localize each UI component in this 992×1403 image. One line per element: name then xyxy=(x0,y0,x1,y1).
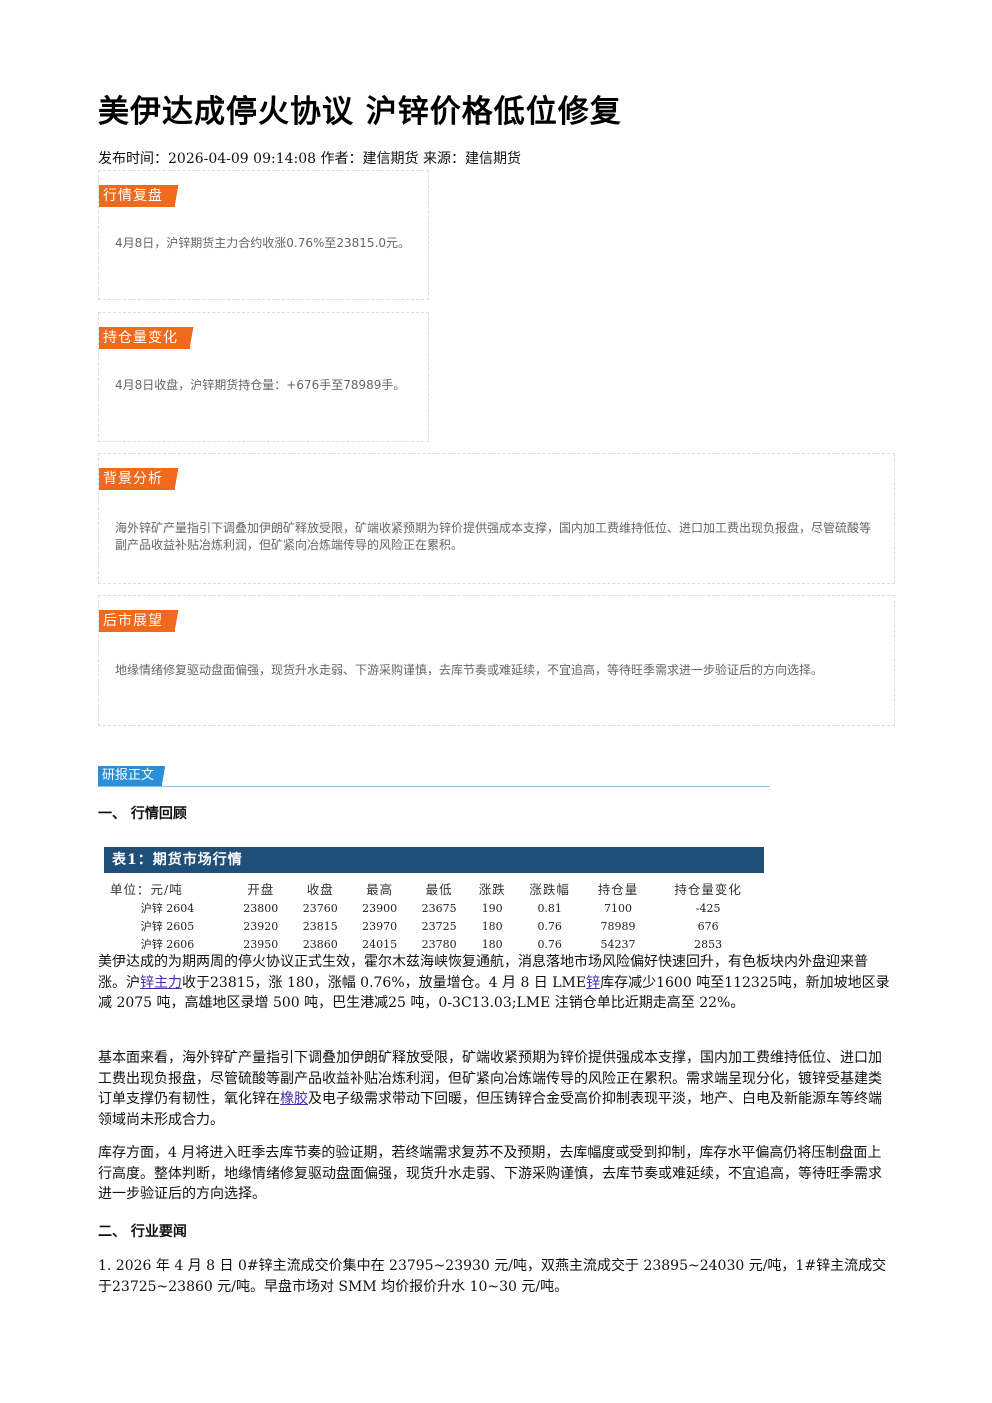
table-cell: 24015 xyxy=(362,937,398,951)
table-cell: 沪锌 2605 xyxy=(140,920,195,933)
box-tag: 后市展望 xyxy=(99,610,181,632)
table-cell: 0.76 xyxy=(537,937,562,951)
table-row: 沪锌 2605 23920 23815 23970 23725 180 0.76… xyxy=(104,917,764,935)
para-text: 美伊达成的为期两周的停火协议正式生效，霍尔木兹海峡恢复通航，消息落地市场风险偏好… xyxy=(98,954,868,991)
market-table: 表1：期货市场行情 单位：元/吨 开盘 收盘 最高 最低 涨跌 涨跌幅 持仓量 … xyxy=(104,847,764,953)
table-cell: 23725 xyxy=(421,919,457,933)
table-cell: 23675 xyxy=(421,901,457,915)
box-text: 海外锌矿产量指引下调叠加伊朗矿释放受限，矿端收紧预期为锌价提供强成本支撑，国内加… xyxy=(115,521,872,552)
col-header: 开盘 xyxy=(247,881,275,897)
table-cell: 23860 xyxy=(302,937,338,951)
rubber-link[interactable]: 橡胶 xyxy=(280,1091,308,1107)
box-tag: 行情复盘 xyxy=(99,185,181,207)
table-cell: 7100 xyxy=(604,901,633,915)
market-data-table: 单位：元/吨 开盘 收盘 最高 最低 涨跌 涨跌幅 持仓量 持仓量变化 沪锌 2… xyxy=(104,877,764,953)
zinc-main-link[interactable]: 锌主力 xyxy=(140,974,182,991)
col-header: 收盘 xyxy=(306,881,334,897)
table-cell: 180 xyxy=(481,919,503,933)
col-header: 单位：元/吨 xyxy=(110,881,183,897)
box-text: 4月8日，沪锌期货主力合约收涨0.76%至23815.0元。 xyxy=(115,236,411,250)
table-cell: 23970 xyxy=(362,919,398,933)
col-header: 持仓量 xyxy=(597,881,639,897)
para-text: 基本面来看，海外锌矿产量指引下调叠加伊朗矿释放受限，矿端收紧预期为锌价提供强成本… xyxy=(98,1050,882,1107)
col-header: 涨跌 xyxy=(478,881,506,897)
article-title: 美伊达成停火协议 沪锌价格低位修复 xyxy=(98,94,622,130)
table-cell: 0.81 xyxy=(537,901,562,915)
zinc-link[interactable]: 锌 xyxy=(586,974,601,991)
table-cell: 23950 xyxy=(243,937,279,951)
summary-box-background: 背景分析 海外锌矿产量指引下调叠加伊朗矿释放受限，矿端收紧预期为锌价提供强成本支… xyxy=(98,453,895,584)
table-row: 沪锌 2606 23950 23860 24015 23780 180 0.76… xyxy=(104,935,764,953)
table-cell: -425 xyxy=(695,901,721,915)
section-header: 研报正文 xyxy=(98,766,770,787)
paragraph-news-1: 1. 2026 年 4 月 8 日 0#锌主流成交价集中在 23795~2393… xyxy=(98,1258,887,1295)
table-row: 沪锌 2604 23800 23760 23900 23675 190 0.81… xyxy=(104,899,764,917)
summary-box-market-review: 行情复盘 4月8日，沪锌期货主力合约收涨0.76%至23815.0元。 xyxy=(98,170,429,300)
heading-industry-news: 二、 行业要闻 xyxy=(98,1224,187,1240)
article-meta: 发布时间：2026-04-09 09:14:08 作者：建信期货 来源：建信期货 xyxy=(98,151,521,167)
summary-box-position-change: 持仓量变化 4月8日收盘，沪锌期货持仓量：+676手至78989手。 xyxy=(98,312,429,442)
table-header-row: 单位：元/吨 开盘 收盘 最高 最低 涨跌 涨跌幅 持仓量 持仓量变化 xyxy=(104,877,764,899)
table-cell: 78989 xyxy=(600,919,636,933)
col-header: 最低 xyxy=(425,881,453,897)
table-cell: 54237 xyxy=(600,937,636,951)
paragraph-inventory: 库存方面，4 月将进入旺季去库节奏的验证期，若终端需求复苏不及预期，去库幅度或受… xyxy=(98,1145,882,1202)
para-text: 及电子级需求带动下回暖，但压铸锌合金受高价抑制表现平淡，地产、白电及新能源车等终… xyxy=(98,1091,882,1128)
box-tag: 背景分析 xyxy=(99,468,181,490)
col-header: 最高 xyxy=(366,881,394,897)
para-text: 库存减少1600 吨至112325吨，新加坡地区录减 2075 吨，高雄地区录增… xyxy=(98,974,890,1012)
table-cell: 676 xyxy=(697,919,719,933)
box-text: 4月8日收盘，沪锌期货持仓量：+676手至78989手。 xyxy=(115,378,406,392)
paragraph-market-recap: 美伊达成的为期两周的停火协议正式生效，霍尔木兹海峡恢复通航，消息落地市场风险偏好… xyxy=(98,952,894,1014)
para-text: 收于23815，涨 180，涨幅 0.76%，放量增仓。4 月 8 日 LME xyxy=(182,974,587,991)
col-header: 涨跌幅 xyxy=(529,881,570,897)
summary-box-outlook: 后市展望 地缘情绪修复驱动盘面偏强，现货升水走弱、下游采购谨慎，去库节奏或难延续… xyxy=(98,595,895,726)
table-cell: 23760 xyxy=(302,901,338,915)
section-tag: 研报正文 xyxy=(98,766,169,786)
table-cell: 沪锌 2604 xyxy=(140,902,195,915)
box-text: 地缘情绪修复驱动盘面偏强，现货升水走弱、下游采购谨慎，去库节奏或难延续，不宜追高… xyxy=(115,663,824,677)
table-cell: 23920 xyxy=(243,919,279,933)
heading-market-review: 一、 行情回顾 xyxy=(98,806,187,822)
table-cell: 180 xyxy=(481,937,503,951)
table-title: 表1：期货市场行情 xyxy=(104,847,764,873)
table-cell: 2853 xyxy=(694,937,723,951)
table-cell: 23780 xyxy=(421,937,457,951)
table-cell: 沪锌 2606 xyxy=(140,938,195,951)
table-cell: 23900 xyxy=(362,901,398,915)
col-header: 持仓量变化 xyxy=(674,881,742,897)
table-cell: 0.76 xyxy=(537,919,562,933)
paragraph-fundamentals: 基本面来看，海外锌矿产量指引下调叠加伊朗矿释放受限，矿端收紧预期为锌价提供强成本… xyxy=(98,1048,894,1130)
table-cell: 23815 xyxy=(302,919,338,933)
table-cell: 23800 xyxy=(243,901,279,915)
table-cell: 190 xyxy=(481,901,503,915)
box-tag: 持仓量变化 xyxy=(99,327,196,349)
